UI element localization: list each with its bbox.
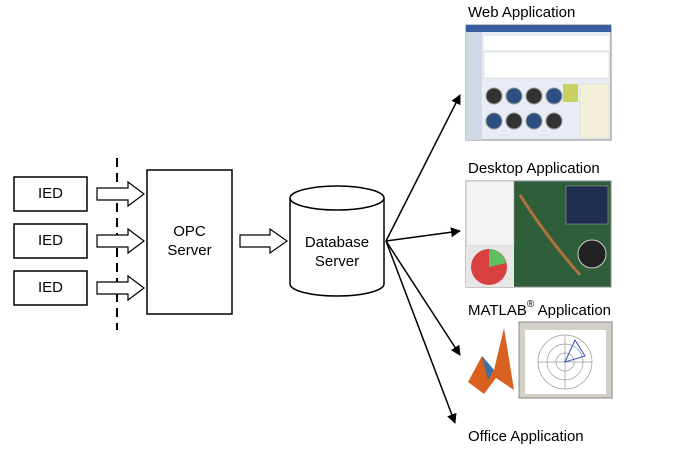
database-server-label-line1: Database bbox=[304, 234, 370, 251]
ied-to-opc-arrow-2 bbox=[96, 227, 145, 255]
matlab-logo-icon bbox=[466, 322, 516, 398]
opc-server-label-line1: OPC bbox=[173, 223, 206, 240]
database-server-label-line2: Server bbox=[314, 253, 360, 270]
matlab-label-main: MATLAB bbox=[468, 302, 527, 319]
web-application-label: Web Application bbox=[468, 4, 576, 21]
web-app-thumbnail bbox=[465, 24, 612, 141]
ied-label-2: IED bbox=[37, 232, 63, 249]
matlab-polar-plot-thumbnail bbox=[518, 321, 613, 399]
database-cylinder bbox=[289, 185, 385, 297]
arrow-to-office-app bbox=[385, 240, 457, 424]
ied-box-3 bbox=[13, 270, 88, 306]
ied-to-opc-arrow-1 bbox=[96, 180, 145, 208]
opc-server-label-line2: Server bbox=[167, 242, 212, 259]
ied-label-1: IED bbox=[37, 185, 63, 202]
ied-label-3: IED bbox=[37, 279, 63, 296]
matlab-application-label: MATLAB® Application bbox=[468, 299, 612, 320]
arrow-to-matlab-app bbox=[385, 240, 461, 356]
arrow-to-web-app bbox=[385, 94, 461, 242]
registered-mark: ® bbox=[526, 299, 535, 310]
matlab-label-rest: Application bbox=[534, 302, 612, 319]
desktop-application-label: Desktop Application bbox=[468, 160, 600, 177]
opc-to-database-arrow bbox=[239, 227, 289, 255]
desktop-app-thumbnail bbox=[465, 180, 612, 288]
opc-server-box bbox=[146, 169, 233, 315]
ied-to-opc-arrow-3 bbox=[96, 274, 145, 302]
arrow-to-desktop-app bbox=[385, 227, 461, 242]
ied-box-2 bbox=[13, 223, 88, 259]
office-application-label: Office Application bbox=[468, 428, 584, 445]
ied-box-1 bbox=[13, 176, 88, 212]
